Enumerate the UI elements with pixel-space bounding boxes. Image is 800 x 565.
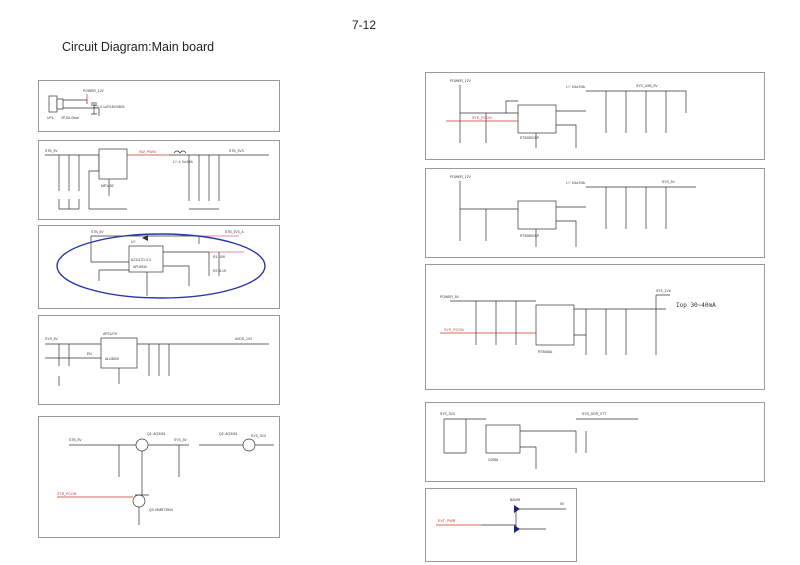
mosfet-q1 — [135, 438, 149, 452]
ic-label: AP2127K — [103, 332, 118, 336]
ic-rt8068 — [535, 304, 575, 346]
cap-label: C?: 0.1uF/16V/0603 — [94, 105, 124, 109]
net-label-sys-5v: SYS_5V — [662, 180, 676, 184]
schematic-panel-avdd: SYS_5V AVDD_1V2 AP2127K ALD8200 EN — [38, 315, 280, 405]
q1-label: Q1: AO3401 — [147, 432, 166, 436]
ic-label: RT8289GSP — [520, 136, 540, 140]
schematic-connector: POWER_12V C?: 0.1uF/16V/0603 UP1 2P-B2-0… — [47, 89, 124, 120]
connector-body — [48, 95, 58, 113]
schematic-diode: EXT_PWR 5V BAV99 — [436, 498, 566, 533]
ic-label: MP1482 — [101, 184, 114, 188]
q3-label: Q3: MMBT3904 — [149, 508, 173, 512]
net-label-power-12v: POWER_12V — [450, 175, 471, 179]
diode-icon — [142, 235, 148, 241]
q2-label: Q2: AO3401 — [219, 432, 238, 436]
connector-ref: UP1 — [47, 116, 54, 120]
net-label-stb-5v: STB_5V — [45, 149, 58, 153]
net-label-ext-pwr: EXT_PWR — [438, 519, 456, 523]
ic-mp1482 — [98, 148, 128, 180]
ic-ref: U? — [131, 240, 135, 244]
ic-label: RT8068A — [538, 350, 553, 354]
inductor-label: L?: 10uH/3A — [566, 181, 586, 185]
connector-part: 2P-B2-0mm — [61, 116, 79, 120]
net-label-usb-5v: SYS_USB_5V — [636, 84, 658, 88]
net-label-stb-3v3: STB_3V3 — [229, 149, 244, 153]
schematic-panel-diode: EXT_PWR 5V BAV99 — [425, 488, 577, 562]
ic-g2996 — [485, 424, 521, 454]
net-label-5v: 5V — [560, 502, 565, 506]
ic-label: G2996 — [488, 458, 498, 462]
ic-part: AZ1117D-3.3 — [131, 258, 151, 262]
pin-en: EN — [87, 352, 92, 356]
net-label-sys-3v3: SYS_3V3 — [440, 412, 455, 416]
schematic-1v5: POWER_5V SYS_1V5 RT8068A SYS_PCON Iop 30… — [440, 289, 716, 355]
schematic-panel-load-switch: STB_5V SYS_5V SYS_3V3 Q1: AO3401 Q2: AO3… — [38, 416, 280, 538]
schematic-panel-ddr-vtt: SYS_3V3 SYS_DDR_VTT G2996 — [425, 402, 765, 482]
schematic-stb-3v3: STB_5V STB_3V3 MP1482 SW_PWM L?: 4.7uH/2… — [45, 148, 269, 210]
ic-ap2127k — [100, 337, 138, 369]
net-label-sys-pcon: SYS_PCON — [472, 116, 492, 120]
net-label-sys-5v: SYS_5V — [45, 337, 59, 341]
net-label-stb-pcon: STB_PCON — [57, 492, 77, 496]
schematic-load-switch: STB_5V SYS_5V SYS_3V3 Q1: AO3401 Q2: AO3… — [57, 432, 274, 525]
schematic-panel-1v5: POWER_5V SYS_1V5 RT8068A SYS_PCON Iop 30… — [425, 264, 765, 390]
net-label-sw: SW_PWM — [139, 150, 156, 154]
schematic-ldo: STB_5V STB_3V3_A U? AZ1117D-3.3 APL5930 … — [56, 230, 266, 299]
ic-apl5930 — [128, 245, 164, 273]
current-note: Iop 30~40mA — [676, 302, 716, 309]
net-label-stb-5v: STB_5V — [91, 230, 104, 234]
net-label-stb-5v: STB_5V — [69, 438, 82, 442]
net-label-sys-3v3: SYS_3V3 — [251, 434, 266, 438]
net-label-power-5v: POWER_5V — [440, 295, 460, 299]
ic-label: APL5930 — [133, 265, 147, 269]
net-label-avdd: AVDD_1V2 — [235, 337, 252, 341]
ic-label: RT8289GSP — [520, 234, 540, 238]
mosfet-q2 — [242, 438, 256, 452]
schematic-panel-stb-3v3: STB_5V STB_3V3 MP1482 SW_PWM L?: 4.7uH/2… — [38, 140, 280, 220]
ic-part: ALD8200 — [105, 357, 119, 361]
diode-icon — [514, 505, 520, 513]
schematic-panel-ldo: STB_5V STB_3V3_A U? AZ1117D-3.3 APL5930 … — [38, 225, 280, 309]
schematic-panel-connector: POWER_12V C?: 0.1uF/16V/0603 UP1 2P-B2-0… — [38, 80, 280, 132]
diode-part: BAV99 — [510, 498, 520, 502]
schematic-usb-5v: POWER_12V SYS_USB_5V RT8289GSP SYS_PCON … — [446, 79, 687, 148]
net-label-sys-pcon: SYS_PCON — [444, 328, 464, 332]
highlight-ellipse — [56, 233, 266, 299]
net-label-sys-1v5: SYS_1V5 — [656, 289, 671, 293]
net-label-ddr-vtt: SYS_DDR_VTT — [582, 412, 606, 416]
page-title: Circuit Diagram:Main board — [62, 40, 215, 54]
schematic-avdd: SYS_5V AVDD_1V2 AP2127K ALD8200 EN — [45, 332, 269, 386]
schematic-panel-usb-5v: POWER_12V SYS_USB_5V RT8289GSP SYS_PCON … — [425, 72, 765, 160]
net-label-stb-3v3a: STB_3V3_A — [225, 230, 244, 234]
net-label-power-12v: POWER_12V — [450, 79, 471, 83]
schematic-panel-sys-5v: POWER_12V SYS_5V RT8289GSP L?: 10uH/3A — [425, 168, 765, 258]
transistor-q3 — [132, 494, 146, 508]
diode-icon — [514, 525, 520, 533]
schematic-sys-5v: POWER_12V SYS_5V RT8289GSP L?: 10uH/3A — [450, 175, 696, 247]
connector-pins — [56, 98, 64, 110]
inductor-label: L?: 4.7uH/2A — [173, 160, 194, 164]
inductor-label: L?: 10uH/3A — [566, 85, 586, 89]
page-number: 7-12 — [352, 18, 377, 32]
net-label-power-12v: POWER_12V — [83, 89, 104, 93]
ic-rt8289-a — [517, 104, 557, 134]
schematic-ddr-vtt: SYS_3V3 SYS_DDR_VTT G2996 — [440, 412, 638, 469]
resistor-r2: R2: 5.1K — [213, 269, 227, 273]
resistor-r1: R1: 10K — [213, 255, 226, 259]
net-label-sys-5v: SYS_5V — [174, 438, 188, 442]
ic-rt8289-b — [517, 200, 557, 230]
